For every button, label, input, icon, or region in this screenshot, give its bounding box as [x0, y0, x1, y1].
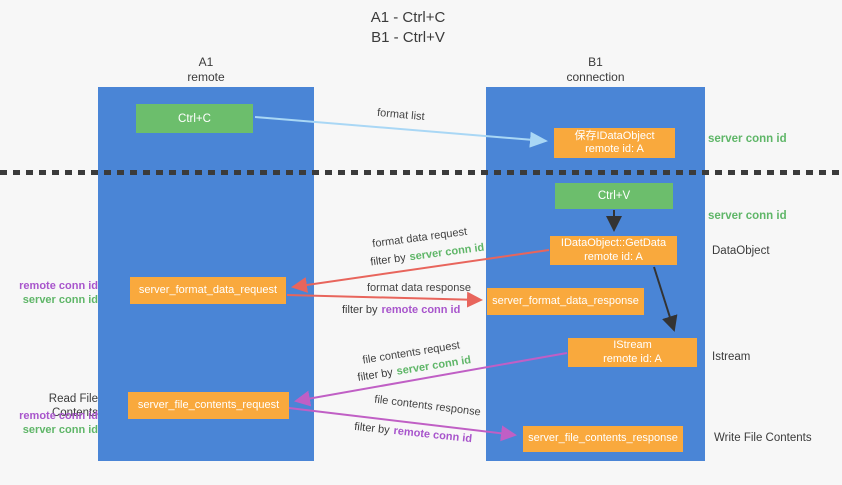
left-conn-id-block-mid: remote conn id server conn id [0, 279, 98, 307]
format-data-response-arrow [286, 291, 483, 308]
node-istream: IStream remote id: A [568, 338, 697, 367]
node-ctrl-c: Ctrl+C [136, 104, 253, 133]
title-line-1: A1 - Ctrl+C [370, 9, 446, 26]
filter-by-text: filter by [353, 420, 391, 437]
server-conn-id-label-mid: server conn id [708, 210, 787, 222]
column-a-header: A1 remote [98, 55, 314, 85]
column-a-subtitle: remote [187, 70, 225, 84]
file-contents-response-label: file contents response [373, 393, 482, 419]
filter-by-text: filter by [342, 304, 378, 316]
node-save-idataobject: 保存IDataObject remote id: A [554, 128, 675, 158]
dotted-separator-line [0, 170, 842, 175]
left-conn-id-block-bottom: remote conn id server conn id [0, 409, 98, 437]
server-conn-id-label: server conn id [22, 294, 98, 306]
title-line-2: B1 - Ctrl+V [371, 29, 445, 46]
server-format-data-response-label: server_format_data_response [492, 294, 639, 307]
node-ctrl-v: Ctrl+V [555, 183, 673, 209]
node-server-file-contents-response: server_file_contents_response [523, 426, 683, 452]
filter-by-text: filter by [356, 366, 394, 384]
istream-side-label: Istream [712, 351, 751, 363]
format-list-label: format list [376, 106, 426, 124]
node-server-format-data-request: server_format_data_request [130, 277, 286, 304]
remote-conn-id-text: remote conn id [381, 304, 461, 316]
ctrl-c-label: Ctrl+C [178, 112, 211, 125]
ctrl-v-label: Ctrl+V [597, 190, 631, 202]
format-data-response-filter: filter by remote conn id [342, 304, 460, 316]
server-conn-id-label-top: server conn id [708, 133, 787, 145]
filter-by-text: filter by [369, 251, 407, 269]
read-file-contents-label: Read File Contents [48, 393, 98, 419]
save-idataobject-line2: remote id: A [585, 143, 644, 155]
save-idataobject-line1: 保存IDataObject [574, 129, 655, 142]
column-b-subtitle: connection [566, 70, 625, 84]
file-contents-response-filter: filter by remote conn id [354, 421, 473, 445]
dataobject-label: DataObject [712, 245, 770, 257]
server-format-data-request-label: server_format_data_request [138, 283, 278, 296]
node-idataobject-getdata: IDataObject::GetData remote id: A [550, 236, 677, 265]
istream-line2: remote id: A [603, 352, 662, 365]
column-a-id: A1 [198, 55, 214, 69]
server-file-contents-request-label: server_file_contents_request [137, 398, 280, 411]
server-conn-id-text: server conn id [408, 241, 485, 264]
server-conn-id-label: server conn id [22, 424, 98, 436]
remote-conn-id-label: remote conn id [19, 280, 98, 292]
diagram-title: A1 - Ctrl+C B1 - Ctrl+V [338, 8, 478, 48]
server-file-contents-response-label: server_file_contents_response [528, 432, 678, 445]
remote-conn-id-text: remote conn id [392, 424, 473, 446]
remote-conn-id-label: remote conn id [19, 410, 98, 422]
istream-line1: IStream [613, 339, 652, 351]
format-data-response-label: format data response [367, 282, 471, 294]
column-b-header: B1 connection [486, 55, 705, 85]
column-b-id: B1 [588, 55, 603, 69]
node-server-format-data-response: server_format_data_response [487, 288, 644, 315]
node-server-file-contents-request: server_file_contents_request [128, 392, 289, 419]
getdata-line2: remote id: A [584, 250, 643, 263]
getdata-line1: IDataObject::GetData [560, 237, 667, 249]
write-file-contents-label: Write File Contents [714, 432, 812, 444]
